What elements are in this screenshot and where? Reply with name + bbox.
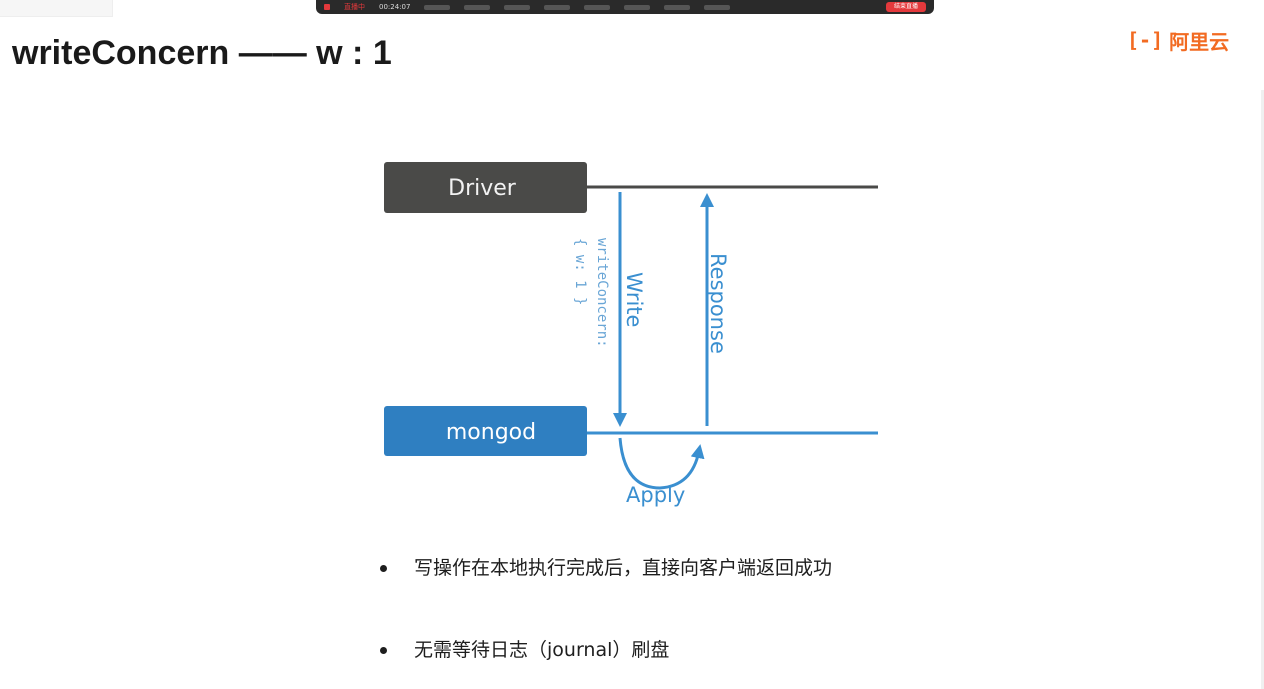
driver-box (384, 162, 587, 213)
response-label: Response (706, 253, 730, 354)
window-edge (1261, 90, 1264, 689)
toolbar-item[interactable] (664, 4, 691, 10)
apply-arrow (618, 437, 705, 490)
writeconcern-label: writeConcern: (594, 238, 610, 348)
bullet-list: 写操作在本地执行完成后，直接向客户端返回成功 无需等待日志（journal）刷盘 (380, 552, 832, 666)
toolbar-item[interactable] (504, 4, 531, 10)
toolbar-item[interactable] (464, 4, 491, 10)
toolbar-item[interactable] (584, 4, 611, 10)
end-live-button[interactable]: 结束直播 (885, 2, 926, 12)
aliyun-logo-icon: [-] (1127, 28, 1164, 52)
aliyun-logo-text: 阿里云 (1169, 29, 1230, 54)
slide-title: writeConcern —— w : 1 (12, 34, 392, 72)
bullet-text: 写操作在本地执行完成后，直接向客户端返回成功 (414, 557, 833, 579)
record-icon (324, 4, 330, 10)
mongod-label: mongod (446, 420, 536, 445)
recording-timer: 00:24:07 (379, 3, 411, 11)
toolbar-item[interactable] (424, 4, 451, 10)
toolbar-item[interactable] (704, 4, 731, 10)
toolbar-item[interactable] (624, 4, 651, 10)
toolbar-item[interactable] (544, 4, 571, 10)
aliyun-logo: [-] 阿里云 (1127, 26, 1229, 54)
bullet-item: 写操作在本地执行完成后，直接向客户端返回成功 (380, 552, 832, 584)
recording-status: 直播中 (344, 3, 365, 11)
w-value-label: { w: 1 } (572, 238, 588, 305)
bullet-dot (380, 565, 387, 572)
bullet-dot (380, 647, 387, 654)
bullet-item: 无需等待日志（journal）刷盘 (380, 634, 832, 666)
meeting-toolbar: 直播中 00:24:07 结束直播 (316, 0, 934, 14)
driver-label: Driver (448, 176, 517, 201)
bullet-text: 无需等待日志（journal）刷盘 (414, 639, 670, 661)
mongod-box (384, 406, 587, 456)
write-label: Write (622, 272, 646, 327)
window-corner-tab (0, 0, 113, 17)
apply-label: Apply (626, 483, 685, 507)
